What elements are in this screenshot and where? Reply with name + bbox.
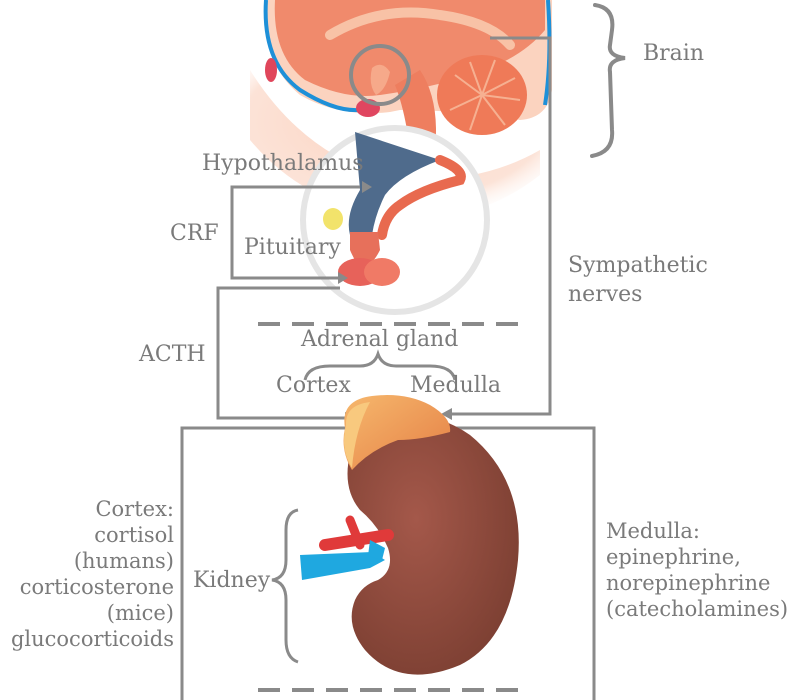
cortex-products-line-6: glucocorticoids xyxy=(10,627,174,651)
kidney-brace xyxy=(271,508,299,664)
medulla-products-line-1: Medulla: xyxy=(606,519,700,543)
hypothalamus-small xyxy=(370,64,390,95)
label-adrenal-gland: Adrenal gland xyxy=(301,327,459,352)
pathway-lines xyxy=(180,36,596,700)
label-acth: ACTH xyxy=(139,342,206,367)
medulla-products-line-3: norepinephrine xyxy=(606,571,771,595)
cortex-products-line-4: corticosterone xyxy=(19,575,174,599)
kidney-box-line xyxy=(180,426,345,700)
label-crf: CRF xyxy=(170,221,219,246)
sympathetic-line-1: Sympathetic xyxy=(568,253,708,278)
label-sympathetic-nerves: Sympathetic nerves xyxy=(568,251,708,309)
cortex-products-line-3: (humans) xyxy=(73,549,174,573)
cortex-products-line-5: (mice) xyxy=(106,601,174,625)
hypothalamus-region xyxy=(348,132,440,235)
label-medulla: Medulla xyxy=(410,373,501,398)
label-brain: Brain xyxy=(643,41,705,66)
adrenal-cortex-shade xyxy=(344,402,370,468)
sympathetic-line-2: nerves xyxy=(568,282,643,307)
brain-membrane-line xyxy=(263,0,361,113)
cerebellum-folds xyxy=(449,59,521,131)
medulla-products-line-2: epinephrine, xyxy=(606,545,741,569)
label-hypothalamus: Hypothalamus xyxy=(202,151,364,176)
brain-brace xyxy=(590,3,626,158)
arrow-pituitary xyxy=(338,272,348,284)
cortex-products: Cortex: cortisol (humans) corticosterone… xyxy=(0,496,174,652)
renal-artery-branch xyxy=(345,515,365,550)
kidney-box-line-right xyxy=(440,426,596,700)
magnifier-ring xyxy=(349,44,411,106)
medulla-products: Medulla: epinephrine, norepinephrine (ca… xyxy=(606,518,788,622)
renal-vein-upper xyxy=(368,540,385,560)
acth-loop-line xyxy=(216,286,345,420)
renal-vein xyxy=(300,552,385,580)
label-cortex: Cortex xyxy=(276,373,351,398)
arrow-medulla xyxy=(441,408,452,420)
cortex-products-line-2: cortisol xyxy=(94,523,174,547)
kidney xyxy=(347,414,519,675)
label-pituitary: Pituitary xyxy=(244,235,341,260)
pituitary-posterior xyxy=(364,258,400,286)
label-kidney: Kidney xyxy=(193,568,271,593)
sympathetic-nerve-line xyxy=(452,36,552,416)
frontal-red-blob xyxy=(265,58,277,82)
adrenal-brace xyxy=(303,349,457,381)
corpus-callosum xyxy=(325,7,515,50)
adrenal-gland xyxy=(343,395,451,470)
cortex-products-line-1: Cortex: xyxy=(95,497,174,521)
arrow-hypothalamus xyxy=(362,181,372,193)
hypothalamus-border xyxy=(377,155,466,240)
crf-loop-line xyxy=(230,185,360,280)
medulla-products-line-4: (catecholamines) xyxy=(606,597,789,621)
pineal-yellow xyxy=(323,208,343,230)
pituitary-stalk xyxy=(350,232,380,262)
kidney-illustration xyxy=(300,395,519,675)
zoom-inset xyxy=(300,125,490,315)
